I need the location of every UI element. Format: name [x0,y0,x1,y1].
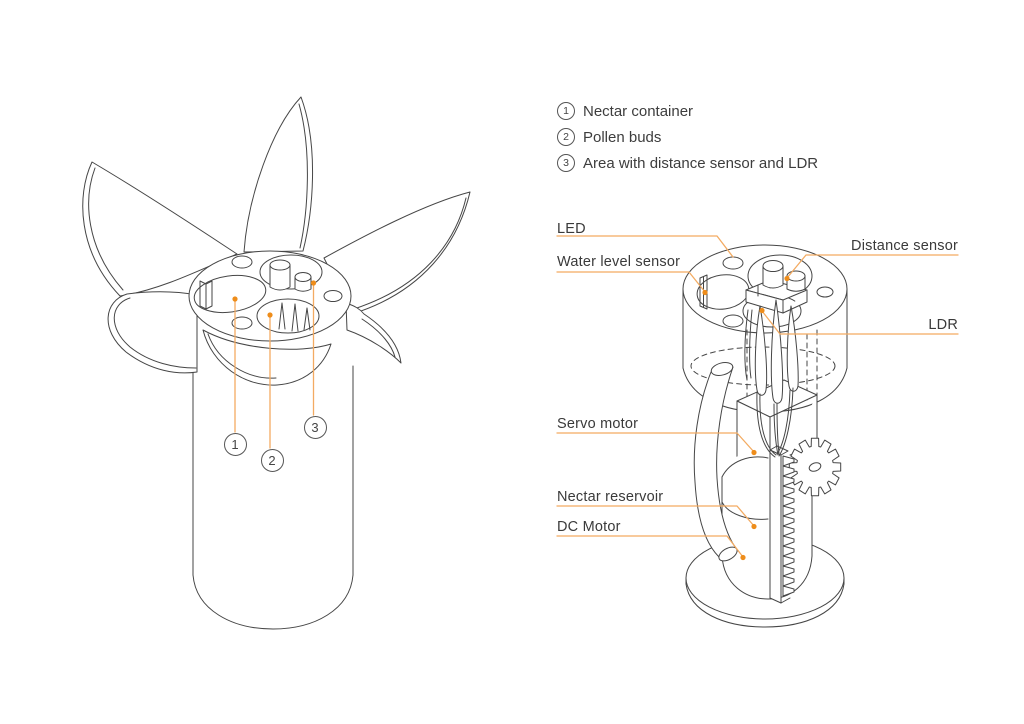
label-water-level-sensor: Water level sensor [557,254,681,270]
dot-dc-motor [740,554,746,561]
legend-item-nectar-container: 1 Nectar container [557,98,818,124]
motor-base-arc [721,555,813,600]
dot-water-sensor [702,289,708,296]
legend-number-3: 3 [557,154,575,172]
petal-top [243,96,314,253]
dot-servo [751,449,757,456]
legend-item-pollen-buds: 2 Pollen buds [557,124,818,150]
legend-number-1: 1 [557,102,575,120]
dot-distance-sensor [784,275,790,282]
dot-pollen-buds [267,312,273,318]
label-led: LED [557,221,586,237]
label-ldr: LDR [928,317,958,333]
tube-top-opening [710,362,734,376]
ldr-bracket [745,279,808,314]
hidden-bottom-ellipse [690,346,836,386]
dot-nectar-container [232,296,238,302]
pollen-bud-spikes [278,302,311,332]
dot-ldr [759,307,765,314]
flower-upper-petals [82,96,471,315]
legend-label-3: Area with distance sensor and LDR [583,154,819,172]
led-hole-1 [231,255,253,269]
gear-hub-hole [808,462,822,472]
reservoir-top-arc [721,456,769,478]
callout-1-nectar-container: 1 [223,432,247,456]
nectar-container-opening [193,274,267,314]
pollen-bud-opening [256,298,320,334]
legend-item-sensor-area: 3 Area with distance sensor and LDR [557,150,818,176]
label-dc-motor: DC Motor [557,519,621,535]
dot-reservoir [751,523,757,530]
tube-fill [694,367,738,557]
base-rim [685,577,845,628]
leader-led [556,235,734,258]
dist-cyl-a-body [762,265,784,289]
bud-3 [786,305,799,392]
small-hole-bottom [722,314,744,328]
petal-top-rim [298,103,308,249]
wire-3 [776,387,794,457]
rack [769,445,795,604]
petal-upper-left-rim [88,167,124,291]
petal-droop-left [107,291,198,374]
cyl-a-top [269,259,291,271]
callout-3-sensor-area: 3 [303,415,327,439]
sensor-cylinders [269,259,312,292]
motor-seam [721,501,769,520]
led-hole-3 [231,316,253,330]
petal-upper-left [82,161,238,297]
legend: 1 Nectar container 2 Pollen buds 3 Area … [557,98,818,176]
flower-exploded-view [682,244,848,628]
disc-walls [682,288,848,369]
label-distance-sensor: Distance sensor [851,238,958,254]
legend-label-2: Pollen buds [583,128,662,146]
tube-left-edge [693,371,720,558]
wire-1 [756,391,777,458]
dist-cyl-b-top [786,270,806,282]
dot-sensor-area [310,280,317,286]
distance-sensor-cylinders [762,260,806,292]
callout-2-pollen-buds: 2 [260,448,284,472]
leader-dc-motor [556,535,744,558]
petal-droop-right [345,302,402,364]
leader-dots [232,275,790,561]
flower-top-disc [188,250,352,342]
cylinder-bottom [192,574,354,630]
leader-reservoir [556,505,755,527]
sensor-opening [259,254,323,290]
leader-ldr [761,310,959,335]
petal-droop-left-rim [113,297,197,369]
cyl-b-top [294,272,312,282]
petal-upper-right-rim [353,197,467,310]
rack-teeth [782,455,795,597]
dist-cyl-a-top [762,260,784,272]
bud-back [744,309,753,381]
led-hole-2 [323,290,343,302]
flower-assembled-view [82,96,471,630]
label-servo-motor: Servo motor [557,416,639,432]
leader-distance [786,254,959,279]
rack-bottom [780,597,791,604]
rack-front [769,449,782,604]
bud-1 [754,305,768,396]
bud-wires [756,387,794,458]
cyl-a-body [269,264,291,291]
small-hole-right [816,286,834,298]
legend-number-2: 2 [557,128,575,146]
tube-right-edge [716,366,739,552]
leader-servo [556,432,755,453]
label-nectar-reservoir: Nectar reservoir [557,489,664,505]
legend-label-1: Nectar container [583,102,694,120]
leader-water [556,271,706,293]
petal-droop-right-rim [361,318,396,358]
hidden-edges [690,329,836,403]
leader-lines [234,235,959,558]
water-sensor-plate [199,280,213,310]
